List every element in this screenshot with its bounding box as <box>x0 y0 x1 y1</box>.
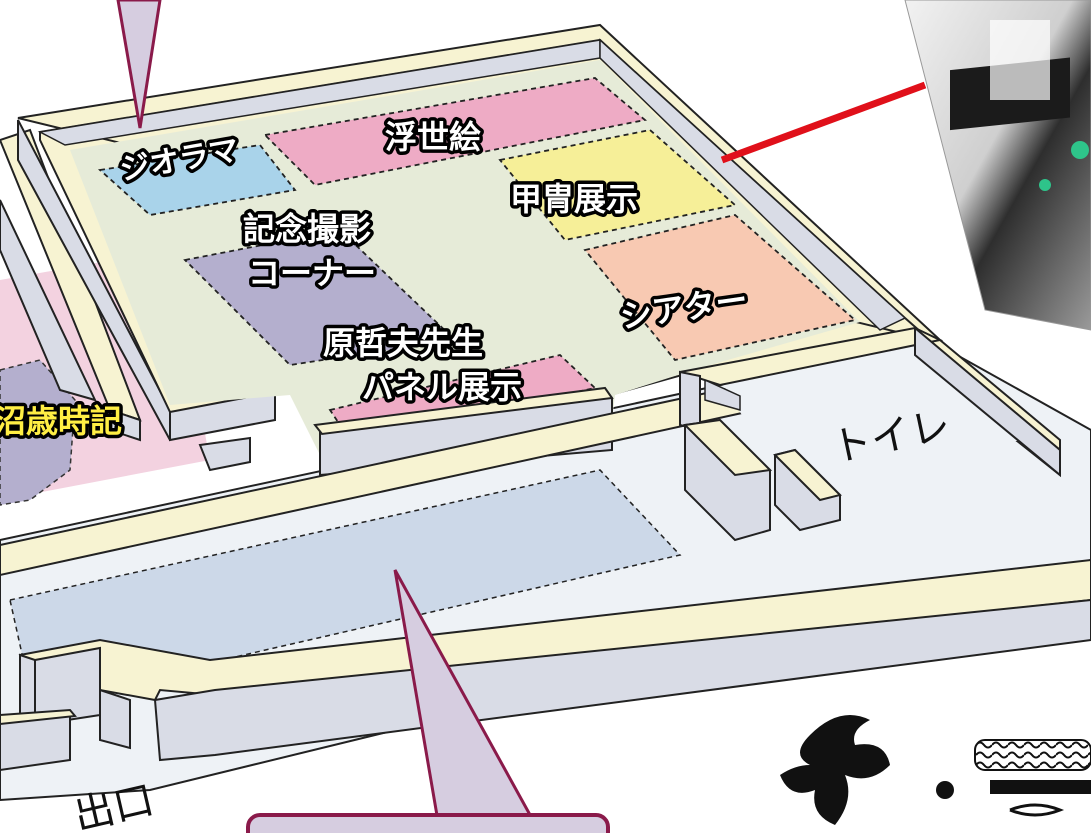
top-callout-pointer <box>116 0 200 129</box>
zone-ukiyoe <box>263 77 648 186</box>
calligraphy-decoration <box>780 715 1091 825</box>
corridor-front-wall <box>0 558 1091 772</box>
label-left-room: 沼歳時記 <box>0 402 122 440</box>
zone-theater <box>583 214 857 361</box>
label-panel-line1: 原哲夫先生 <box>323 324 483 362</box>
toilet-room <box>679 325 1061 542</box>
label-photo-line2: コーナー <box>248 254 376 292</box>
bottom-callout <box>246 569 610 833</box>
label-photo-line1: 記念撮影 <box>243 210 371 248</box>
label-panel-line2: パネル展示 <box>362 368 522 406</box>
top-callout-text-fragment <box>170 0 200 12</box>
zone-labels: ジオラマ 浮世絵 甲冑展示 記念撮影 コーナー シアター 原哲夫先生 パネル展示… <box>0 115 753 444</box>
exhibit-zones <box>97 77 857 442</box>
photo-pointer-line <box>720 81 927 164</box>
label-ukiyoe: 浮世絵 <box>385 118 481 156</box>
zone-photo <box>183 229 457 366</box>
photo-inset <box>904 0 1091 331</box>
label-armor: 甲冑展示 <box>510 180 638 218</box>
zone-diorama <box>97 144 297 216</box>
zone-armor <box>498 129 737 241</box>
